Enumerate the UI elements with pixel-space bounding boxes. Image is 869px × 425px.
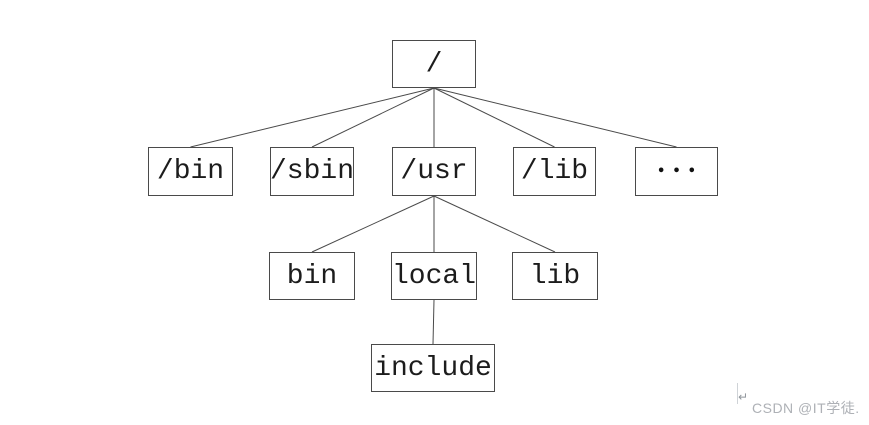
node-usr-local: local [391,252,477,300]
node-root-label: / [425,48,443,80]
node-usr-lib-label: lib [529,260,581,292]
node-usr-local-label: local [392,260,477,292]
edge-usr-usr_bin [311,195,435,253]
edge-root-bin [190,87,435,148]
csdn-watermark: CSDN @IT学徒. [752,400,860,416]
node-usr-lib: lib [512,252,598,300]
return-mark-icon: ↵ [738,390,749,404]
edge-usr-usr_lib [433,195,556,253]
node-ellipsis-label: ••• [657,164,703,179]
node-bin: /bin [148,147,233,196]
node-lib: /lib [513,147,596,196]
node-usr-bin: bin [269,252,355,300]
edge-root-more [433,87,677,148]
node-bin-label: /bin [156,156,225,187]
node-include-label: include [374,352,492,384]
node-sbin: /sbin [270,147,354,196]
node-usr: /usr [392,147,476,196]
node-root: / [392,40,476,88]
node-sbin-label: /sbin [270,156,355,187]
edge-root-lib [433,87,555,148]
node-usr-bin-label: bin [286,260,338,292]
node-usr-label: /usr [400,156,468,187]
node-include: include [371,344,495,392]
edge-root-sbin [311,87,435,148]
edge-usr_local-include [432,299,435,345]
node-lib-label: /lib [520,156,589,187]
node-ellipsis: ••• [635,147,718,196]
text-caret-line [737,383,738,404]
